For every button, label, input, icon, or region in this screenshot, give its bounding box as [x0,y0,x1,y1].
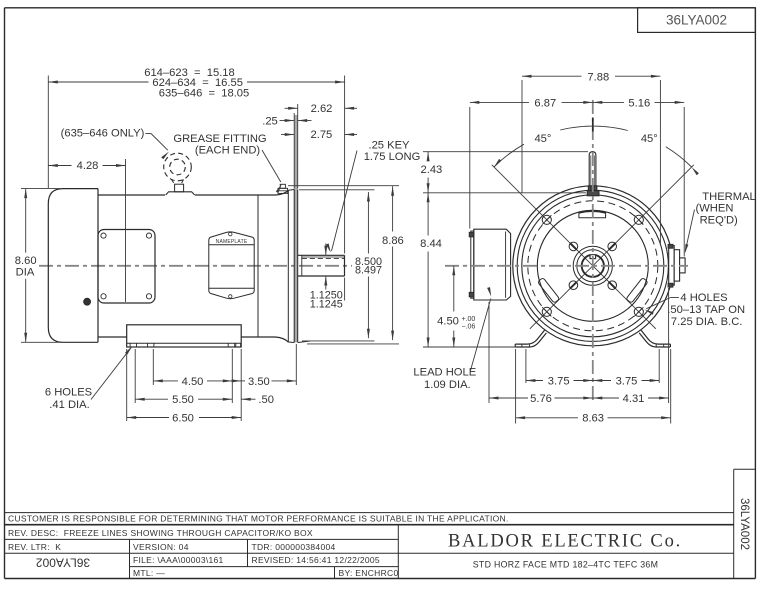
svg-text:.41 DIA.: .41 DIA. [49,399,89,411]
svg-text:FILE: \AAA\00003\161: FILE: \AAA\00003\161 [133,555,224,565]
svg-text:REQ'D): REQ'D) [700,214,738,226]
svg-text:4.50: 4.50 [182,376,204,388]
svg-text:4.50: 4.50 [437,316,459,328]
svg-text:1.1250: 1.1250 [310,289,343,301]
svg-text:BY: ENCHRC0: BY: ENCHRC0 [339,568,399,578]
svg-text:45°: 45° [534,133,551,145]
svg-text:DIA: DIA [16,266,35,278]
svg-text:614–623 = 15.18: 614–623 = 15.18 [144,67,235,79]
svg-text:(EACH END): (EACH END) [195,145,261,157]
svg-text:624–634 = 16.55: 624–634 = 16.55 [152,77,243,89]
svg-text:6 HOLES: 6 HOLES [45,387,92,399]
svg-text:.50–13 TAP ON: .50–13 TAP ON [667,304,745,316]
svg-text:3.75: 3.75 [616,376,638,388]
svg-text:6.50: 6.50 [172,413,194,425]
svg-text:REVISED: 14:56:41 12/22/2005: REVISED: 14:56:41 12/22/2005 [252,555,380,565]
svg-text:3.50: 3.50 [248,376,270,388]
svg-text:VERSION: 04: VERSION: 04 [133,542,189,552]
svg-text:8.60: 8.60 [15,255,37,267]
svg-text:5.50: 5.50 [172,394,194,406]
svg-text:4.28: 4.28 [77,160,99,172]
svg-text:4.31: 4.31 [623,393,645,405]
svg-text:STD HORZ FACE MTD 182–4TC TEFC: STD HORZ FACE MTD 182–4TC TEFC 36M [473,560,659,570]
svg-text:5.16: 5.16 [628,98,650,110]
svg-text:8.44: 8.44 [420,238,442,250]
svg-text:5.76: 5.76 [530,393,552,405]
svg-text:635–646 = 18.05: 635–646 = 18.05 [159,88,250,100]
svg-text:7.25 DIA. B.C.: 7.25 DIA. B.C. [671,316,743,328]
svg-text:45°: 45° [641,133,658,145]
svg-text:4 HOLES: 4 HOLES [680,292,727,304]
svg-text:.25: .25 [262,115,278,127]
svg-text:REV. LTR: K: REV. LTR: K [8,542,61,552]
svg-text:LEAD HOLE: LEAD HOLE [413,366,476,378]
svg-text:.25 KEY: .25 KEY [368,140,410,152]
svg-text:36LYA002: 36LYA002 [36,556,91,570]
svg-text:THERMAL: THERMAL [702,191,755,203]
svg-text:REV. DESC: FREEZE LINES SHOWI: REV. DESC: FREEZE LINES SHOWING THROUGH … [8,528,313,538]
svg-text:NAMEPLATE: NAMEPLATE [216,239,248,245]
svg-text:1.75 LONG: 1.75 LONG [364,151,421,163]
svg-text:(635–646 ONLY): (635–646 ONLY) [61,128,145,140]
svg-text:.50: .50 [258,394,274,406]
svg-text:(WHEN: (WHEN [696,202,734,214]
svg-text:6.87: 6.87 [534,98,556,110]
svg-text:1.1245: 1.1245 [310,298,343,310]
svg-text:8.500: 8.500 [355,256,382,268]
svg-text:MTL: —: MTL: — [133,568,165,578]
svg-text:36LYA002: 36LYA002 [666,13,727,28]
svg-text:2.62: 2.62 [311,103,333,115]
svg-text:8.497: 8.497 [355,265,382,277]
svg-text:TDR: 000000384004: TDR: 000000384004 [252,542,336,552]
svg-text:8.86: 8.86 [382,235,404,247]
svg-text:2.43: 2.43 [421,164,443,176]
svg-text:GREASE FITTING: GREASE FITTING [173,133,266,145]
svg-text:36LYA002: 36LYA002 [738,498,750,550]
svg-text:2.75: 2.75 [311,129,333,141]
svg-text:1.09 DIA.: 1.09 DIA. [424,379,471,391]
svg-text:3.75: 3.75 [548,376,570,388]
svg-text:CUSTOMER IS RESPONSIBLE FOR DE: CUSTOMER IS RESPONSIBLE FOR DETERMINING … [8,514,509,524]
svg-text:+.00: +.00 [462,316,476,323]
svg-text:7.88: 7.88 [587,71,609,83]
svg-text:BALDOR ELECTRIC Co.: BALDOR ELECTRIC Co. [448,532,682,552]
svg-text:8.63: 8.63 [582,413,604,425]
svg-text:−.06: −.06 [462,324,476,331]
